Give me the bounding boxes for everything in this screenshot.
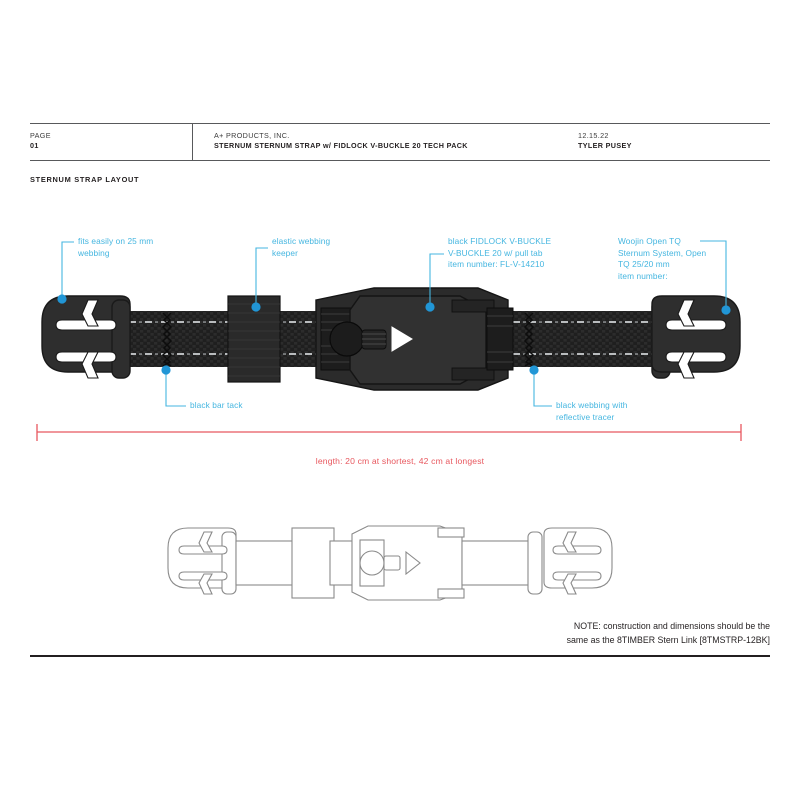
dimension-label: length: 20 cm at shortest, 42 cm at long…: [315, 456, 485, 466]
header-top-rule: [30, 123, 770, 125]
callout-webbing-width: fits easily on 25 mm webbing: [78, 236, 154, 258]
header-date-cell: 12.15.22 TYLER PUSEY: [578, 131, 632, 151]
page-number: 01: [30, 141, 39, 150]
header-client-cell: A+ PRODUCTS, INC. STERNUM STERNUM STRAP …: [214, 131, 468, 151]
dimension-line: [36, 424, 742, 441]
page-label: PAGE: [30, 131, 51, 140]
construction-note: NOTE: construction and dimensions should…: [566, 621, 770, 645]
bar-tack-stitching: [161, 312, 535, 367]
section-title: STERNUM STRAP LAYOUT: [30, 175, 140, 184]
callout-dots: [57, 294, 731, 375]
callout-fidlock-buckle: black FIDLOCK V-BUCKLE V-BUCKLE 20 w/ pu…: [448, 236, 552, 270]
left-slider-buckle: [41, 295, 131, 379]
header-bottom-rule: [30, 160, 770, 162]
callout-reflective-webbing: black webbing with reflective tracer: [556, 400, 628, 422]
callout-elastic-keeper: elastic webbing keeper: [272, 236, 331, 258]
document-author: TYLER PUSEY: [578, 141, 632, 150]
header-divider: [192, 123, 194, 161]
elastic-keeper: [227, 295, 281, 383]
document-title: STERNUM STERNUM STRAP w/ FIDLOCK V-BUCKL…: [214, 141, 468, 150]
header-page-cell: PAGE 01: [30, 131, 51, 151]
fidlock-v-buckle: [315, 287, 514, 391]
footer-rule: [30, 655, 770, 657]
client-name: A+ PRODUCTS, INC.: [214, 131, 290, 140]
callout-bar-tack: black bar tack: [190, 400, 243, 410]
document-date: 12.15.22: [578, 131, 609, 140]
right-slider-buckle: [651, 295, 741, 379]
callout-woojin-open-tq: Woojin Open TQ Sternum System, Open TQ 2…: [618, 236, 707, 281]
strap-outline-view: [167, 525, 613, 601]
webbing-main: [120, 311, 660, 367]
